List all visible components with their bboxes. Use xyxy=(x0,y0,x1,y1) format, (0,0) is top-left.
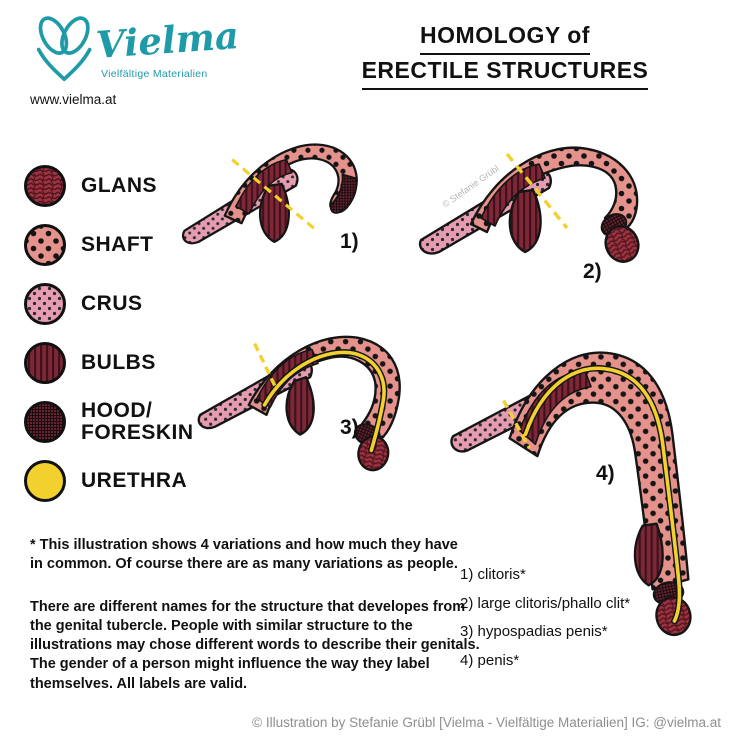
legend-item-urethra: URETHRA xyxy=(22,458,194,504)
notes-paragraph-2: There are different names for the struct… xyxy=(30,599,480,692)
figure-3-hypospadias-penis: 3) xyxy=(192,308,432,486)
brand-name: Vielma xyxy=(94,13,241,67)
legend-label: GLANS xyxy=(81,173,157,197)
variant-item-4: 4) penis* xyxy=(460,651,520,669)
glans-swatch-icon xyxy=(24,165,66,207)
urethra-dashed-line xyxy=(502,399,531,450)
figure-3-number: 3) xyxy=(340,416,359,439)
figure-3-illustration xyxy=(197,335,401,472)
urethra-dashed-line xyxy=(231,158,316,230)
legend-item-crus: CRUS xyxy=(22,281,194,327)
figure-4-number: 4) xyxy=(596,462,615,485)
bulb-shape xyxy=(285,376,315,436)
inner-stripe-shape xyxy=(518,369,592,446)
urethra-dashed-line xyxy=(253,342,278,390)
figure-2-large-clitoris: © Stefanie Grübl 2) xyxy=(415,122,677,294)
legend-label: CRUS xyxy=(81,291,143,315)
page-title-line1: HOMOLOGY of xyxy=(420,20,590,56)
credit-line: © Illustration by Stefanie Grübl [Vielma… xyxy=(252,715,721,730)
figure-4-illustration xyxy=(450,351,692,637)
bulb-shape xyxy=(508,188,542,254)
legend-label-line2: FORESKIN xyxy=(81,421,194,444)
shaft-swatch-icon xyxy=(24,224,66,266)
bulb-shape xyxy=(633,522,664,587)
bulb-shape xyxy=(258,182,290,243)
bulbs-swatch-icon xyxy=(24,342,66,384)
figure-1-illustration xyxy=(181,143,358,245)
inner-stripe-shape xyxy=(235,158,293,215)
figure-4-penis: 4) xyxy=(448,322,738,644)
brand-subtitle: Vielfältige Materialien xyxy=(101,68,208,80)
legend-label-line1: HOOD/ xyxy=(81,398,153,422)
legend-label: BULBS xyxy=(81,350,156,374)
figure-1-clitoris: 1) xyxy=(178,118,393,276)
legend-item-hood: HOOD/ FORESKIN xyxy=(22,399,194,445)
variant-item-1: 1) clitoris* xyxy=(460,566,526,583)
variants-list: 1) clitoris* 2) large clitoris/phallo cl… xyxy=(460,566,630,669)
urethra-dashed-line xyxy=(505,152,569,230)
glans-shape xyxy=(604,225,640,263)
figure-1-number: 1) xyxy=(340,230,359,253)
hood-swatch-icon xyxy=(24,401,66,443)
brand-url: www.vielma.at xyxy=(30,92,117,107)
variant-item-3: 3) hypospadias penis* xyxy=(460,623,608,640)
page-title: HOMOLOGY of ERECTILE STRUCTURES xyxy=(320,20,690,91)
variant-item-2: 2) large clitoris/phallo clit* xyxy=(460,594,631,612)
crus-swatch-icon xyxy=(24,283,66,325)
legend-label: HOOD/ FORESKIN xyxy=(81,398,194,444)
figure-2-illustration: © Stefanie Grübl xyxy=(418,146,640,263)
notes-paragraph-1: * This illustration shows 4 variations a… xyxy=(30,537,458,573)
legend: GLANS SHAFT CRUS BULBS HOOD/ xyxy=(22,163,194,504)
legend-item-bulbs: BULBS xyxy=(22,340,194,386)
hood-shape xyxy=(329,173,358,214)
shaft-shape xyxy=(508,351,690,591)
figure-2-number: 2) xyxy=(583,260,602,283)
legend-label: SHAFT xyxy=(81,232,154,256)
urethra-swatch-icon xyxy=(24,460,66,502)
page-title-line2: ERECTILE STRUCTURES xyxy=(361,55,649,91)
legend-item-glans: GLANS xyxy=(22,163,194,209)
legend-label: URETHRA xyxy=(81,468,188,492)
urethra-line xyxy=(262,350,386,453)
urethra-line xyxy=(523,366,682,623)
vielma-logo xyxy=(36,16,92,82)
legend-item-shaft: SHAFT xyxy=(22,222,194,268)
